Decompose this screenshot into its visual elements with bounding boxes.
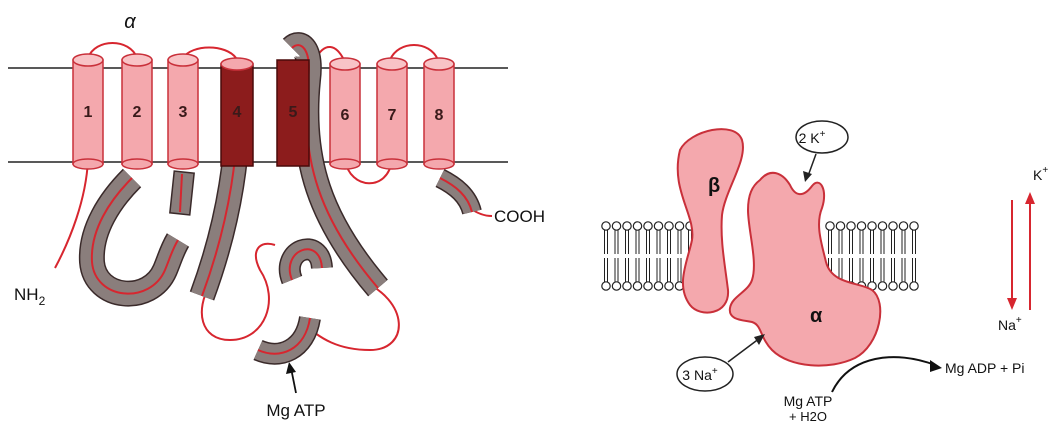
helix-3: 3 — [168, 54, 198, 169]
gradient-k-label: K+ — [1033, 165, 1048, 183]
lipid-molecule — [633, 222, 641, 290]
lipid-molecule — [857, 222, 865, 290]
substrate-line-2: + H2O — [789, 409, 827, 424]
cytoplasmic-loop-2 — [300, 280, 399, 350]
k-in-arrowhead — [1025, 192, 1035, 204]
helix-group-6-8: 6 7 8 — [330, 58, 454, 169]
lipid-molecule — [644, 222, 652, 290]
k-arrowhead — [803, 171, 812, 182]
helix-5: 5 — [277, 60, 309, 166]
beta-label: β — [708, 175, 720, 197]
mgatp-label: Mg ATP — [266, 401, 325, 420]
nh2-label: NH2 — [14, 285, 46, 308]
substrate-line-1: Mg ATP — [784, 393, 833, 409]
helix-2: 2 — [122, 54, 152, 169]
mgatp-arrowhead — [286, 362, 296, 374]
helix-4-label: 4 — [233, 104, 242, 121]
atp-hydrolysis-arrowhead — [930, 360, 942, 372]
alpha-subunit-label: α — [124, 11, 136, 33]
helix-2-label: 2 — [133, 104, 142, 121]
helix-4: 4 — [221, 58, 253, 166]
beta-subunit — [678, 129, 743, 312]
na-arrow — [728, 338, 760, 362]
lipid-molecule — [623, 222, 631, 290]
alpha-label: α — [810, 305, 823, 327]
helix-1-label: 1 — [84, 104, 93, 121]
left-topology-diagram: 1 2 3 — [8, 11, 545, 420]
lipid-molecule — [847, 222, 855, 290]
gradient-na-label: Na+ — [998, 315, 1022, 333]
lipid-molecule — [878, 222, 886, 290]
lipid-molecule — [654, 222, 662, 290]
lipid-bilayer-left — [602, 222, 694, 290]
lipid-molecule — [868, 222, 876, 290]
alpha-subunit — [730, 173, 880, 366]
lipid-molecule — [665, 222, 673, 290]
helix-8-label: 8 — [435, 107, 444, 124]
lipid-molecule — [612, 222, 620, 290]
atp-hydrolysis-arrow — [832, 357, 935, 392]
helix-8: 8 — [424, 58, 454, 169]
helix-1: 1 — [73, 54, 103, 169]
lipid-molecule — [910, 222, 918, 290]
cooh-label: COOH — [494, 207, 545, 226]
lipid-molecule — [889, 222, 897, 290]
helix-6: 6 — [330, 58, 360, 169]
lipid-molecule — [899, 222, 907, 290]
na-arrowhead — [754, 334, 765, 345]
helix-7: 7 — [377, 58, 407, 169]
k-arrow — [808, 154, 816, 176]
na-out-arrowhead — [1007, 298, 1017, 310]
lipid-molecule — [602, 222, 610, 290]
helix-6-label: 6 — [341, 107, 350, 124]
right-pump-diagram: β α 2 K+ 3 Na+ Mg ADP + Pi Mg ATP + H2O — [602, 121, 1049, 424]
helix-7-label: 7 — [388, 107, 397, 124]
helix-3-label: 3 — [179, 104, 188, 121]
helix-5-label: 5 — [289, 104, 298, 121]
products-label: Mg ADP + Pi — [945, 360, 1025, 376]
ion-gradient: K+ Na+ — [998, 165, 1048, 333]
helix-group-1-3: 1 2 3 — [73, 54, 198, 169]
